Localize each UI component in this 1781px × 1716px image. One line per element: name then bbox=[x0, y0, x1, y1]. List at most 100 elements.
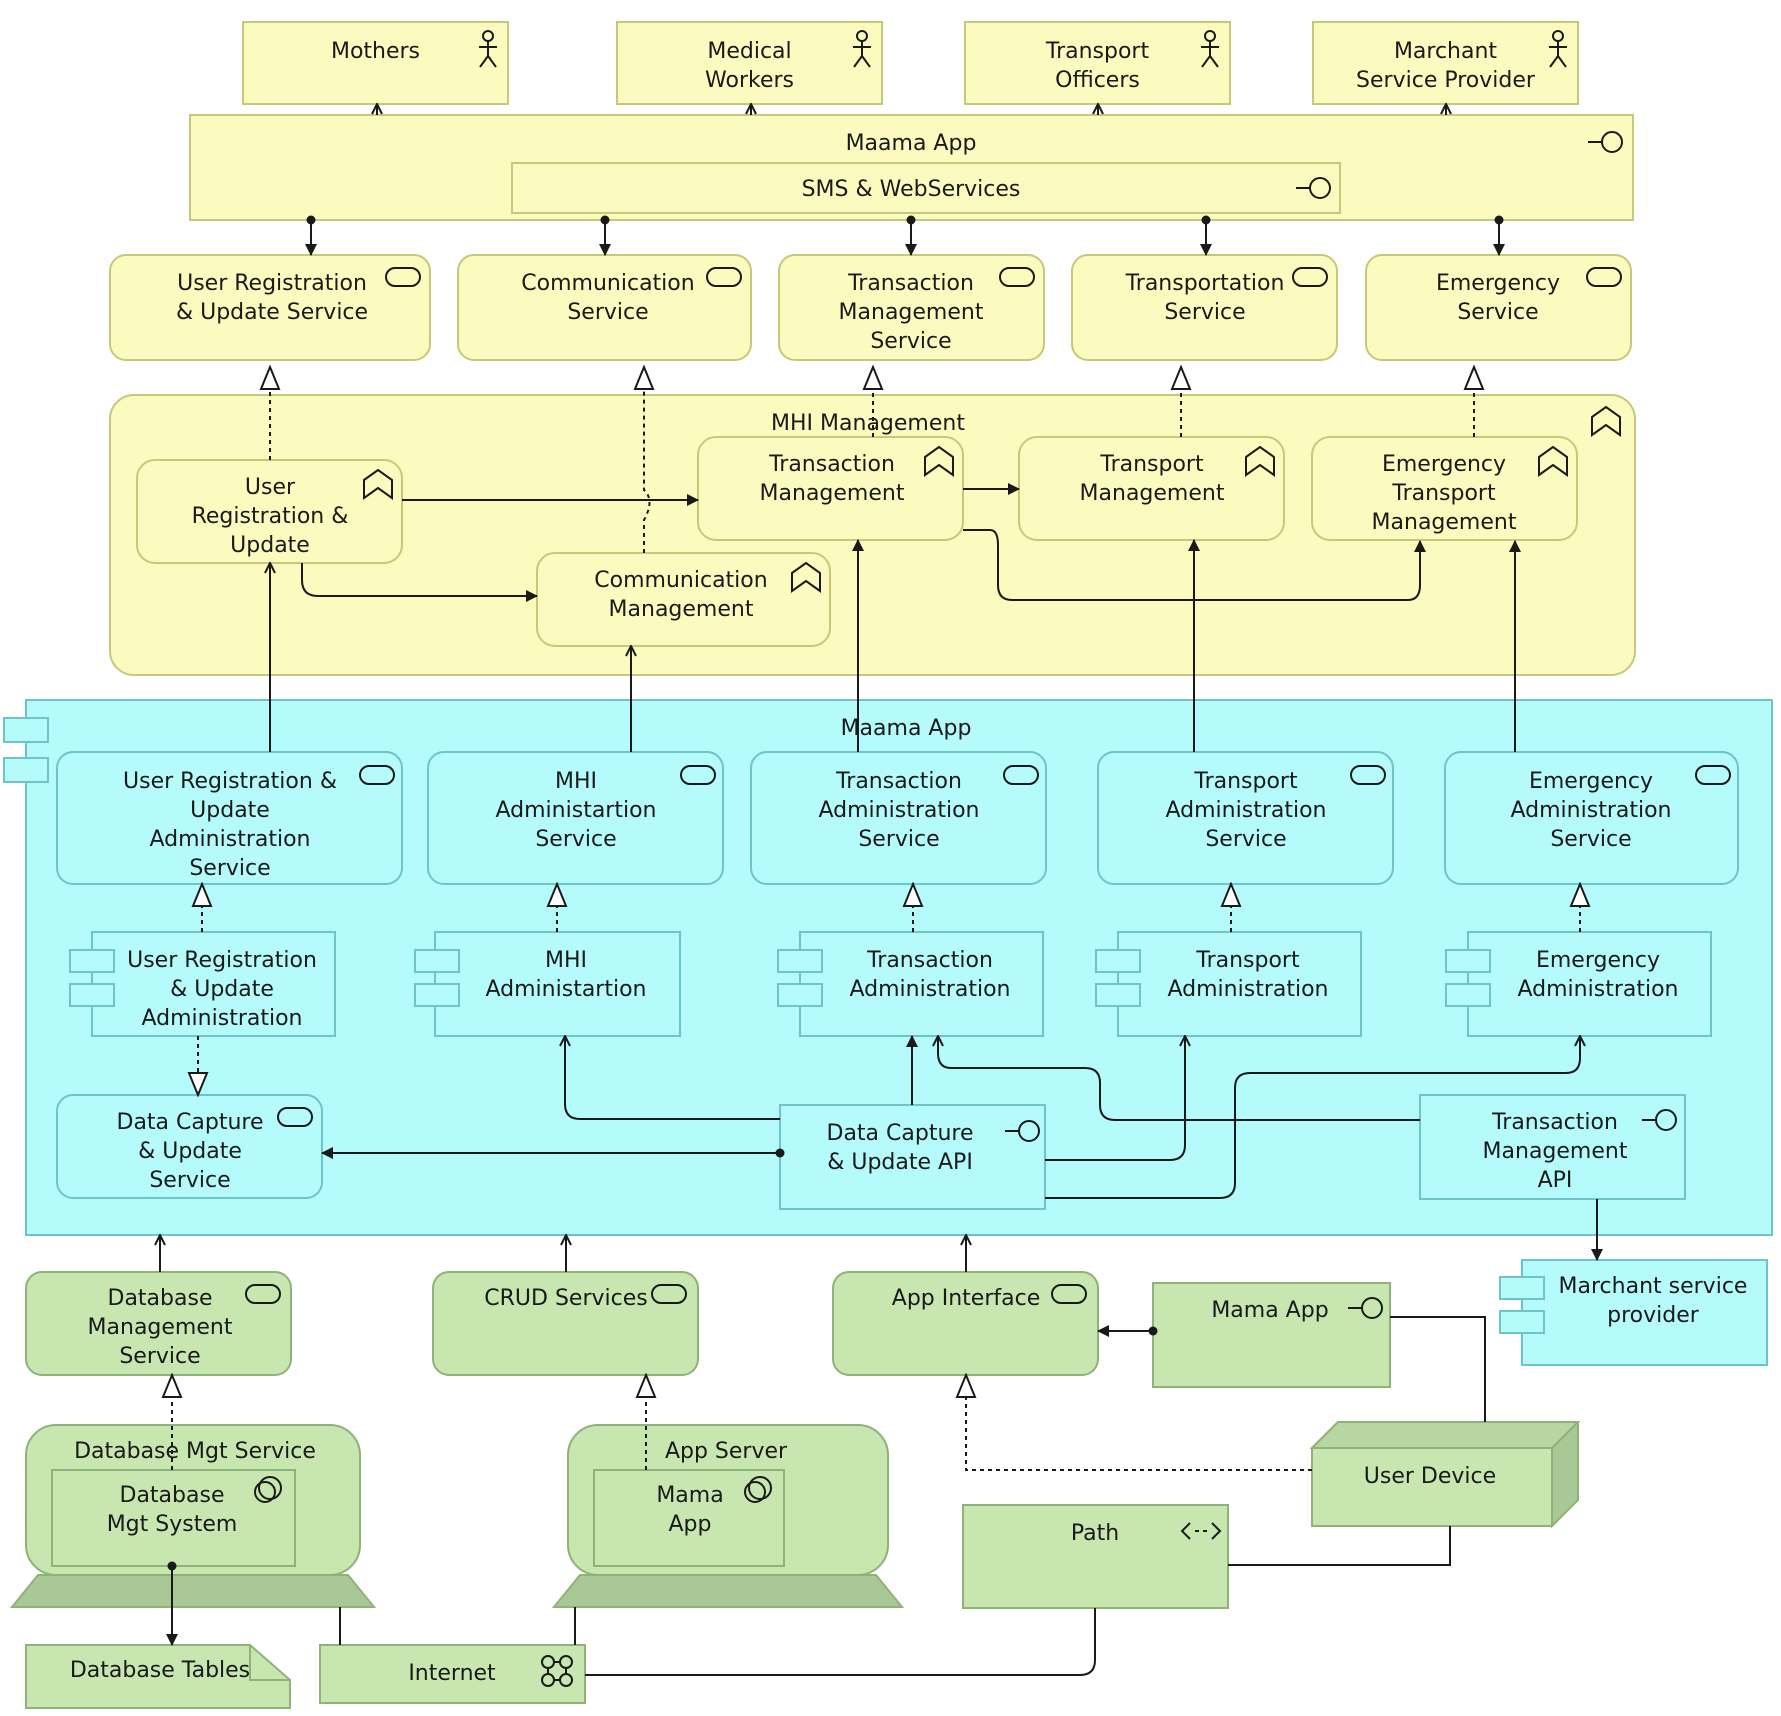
label-line: Transport bbox=[1045, 39, 1150, 64]
label-line: & Update Service bbox=[176, 300, 368, 325]
component-tab bbox=[1095, 983, 1141, 1007]
node-label: Database Mgt Service bbox=[74, 1439, 316, 1464]
label-line: User Registration & bbox=[123, 769, 337, 794]
app-layer-title: Maama App bbox=[841, 716, 972, 741]
component-tab bbox=[1499, 1310, 1545, 1334]
component-tab bbox=[1445, 983, 1491, 1007]
label-line: Administration bbox=[1168, 977, 1329, 1002]
system-software-icon bbox=[254, 1476, 282, 1503]
label-line: Service bbox=[1205, 827, 1286, 852]
component-tab bbox=[414, 983, 460, 1007]
component-tab bbox=[414, 949, 460, 973]
service-icon bbox=[651, 1284, 687, 1304]
function-icon bbox=[363, 468, 393, 500]
sms-webservices-interface: SMS & WebServices bbox=[511, 162, 1341, 214]
interface-icon bbox=[1348, 1297, 1383, 1319]
label-line: Administartion bbox=[486, 977, 647, 1002]
actor-icon bbox=[853, 30, 871, 68]
label-line: Mgt System bbox=[107, 1512, 238, 1537]
service-icon bbox=[1695, 765, 1731, 785]
label-line: Database bbox=[120, 1483, 225, 1508]
flow-arrow bbox=[565, 1036, 780, 1120]
label-line: Service bbox=[1164, 300, 1245, 325]
component-mhi-admin: MHI Administartion bbox=[414, 931, 681, 1037]
association bbox=[1228, 1526, 1451, 1566]
flow-arrow bbox=[938, 1036, 1420, 1121]
label-line: Service bbox=[149, 1168, 230, 1193]
association bbox=[1390, 1316, 1486, 1422]
component-tab bbox=[3, 717, 49, 743]
artifact-database-tables: Database Tables bbox=[25, 1644, 291, 1709]
label-line: Communication bbox=[594, 568, 767, 593]
label-line: Transaction bbox=[768, 452, 895, 477]
function-icon bbox=[791, 561, 821, 593]
trigger-arrow bbox=[963, 529, 1426, 601]
component-tab bbox=[3, 757, 49, 783]
label-line: Service bbox=[870, 329, 951, 354]
component-tab bbox=[1095, 949, 1141, 973]
service-icon bbox=[706, 267, 742, 287]
component-tab bbox=[777, 983, 823, 1007]
interface-icon bbox=[1642, 1109, 1677, 1131]
component-tab bbox=[69, 949, 115, 973]
service-icon bbox=[277, 1107, 313, 1127]
flow-arrow bbox=[1045, 1036, 1580, 1199]
service-icon bbox=[1350, 765, 1386, 785]
label-line: Marchant bbox=[1394, 39, 1497, 64]
label-line: CRUD Services bbox=[484, 1286, 647, 1311]
interface-icon bbox=[1005, 1120, 1040, 1142]
node-label: App Server bbox=[665, 1439, 788, 1464]
label-line: & Update bbox=[170, 977, 274, 1002]
label-line: User Registration bbox=[177, 271, 367, 296]
interface-title: Maama App bbox=[846, 131, 977, 156]
label-line: Registration & bbox=[192, 504, 349, 529]
label-line: Administration bbox=[142, 1006, 303, 1031]
function-icon bbox=[1245, 445, 1275, 477]
label-line: Administration bbox=[1166, 798, 1327, 823]
label-line: Data Capture bbox=[827, 1121, 974, 1146]
sms-web-label: SMS & WebServices bbox=[802, 177, 1021, 202]
label-line: Mama App bbox=[1211, 1298, 1328, 1323]
label-line: Transaction bbox=[866, 948, 993, 973]
service-icon bbox=[359, 765, 395, 785]
label-line: Administration bbox=[819, 798, 980, 823]
service-icon bbox=[1292, 267, 1328, 287]
realization-arrow bbox=[966, 1375, 1312, 1471]
tech-service-app-interface: App Interface bbox=[832, 1271, 1099, 1376]
label-line: Emergency bbox=[1536, 948, 1660, 973]
label-line: Transport bbox=[1099, 452, 1204, 477]
label-line: Service bbox=[119, 1344, 200, 1369]
label-line: Service bbox=[535, 827, 616, 852]
service-icon bbox=[1003, 765, 1039, 785]
label-line: App Interface bbox=[892, 1286, 1040, 1311]
label-line: Workers bbox=[705, 68, 794, 93]
component-tab bbox=[1499, 1276, 1545, 1300]
label-line: User Registration bbox=[127, 948, 317, 973]
label-line: MHI bbox=[545, 948, 587, 973]
label-line: Transportation bbox=[1125, 271, 1285, 296]
service-icon bbox=[385, 267, 421, 287]
label-line: Administration bbox=[1511, 798, 1672, 823]
label-line: Administration bbox=[1518, 977, 1679, 1002]
actor-icon bbox=[1201, 30, 1219, 68]
app-service-user-reg-admin: User Registration &UpdateAdministrationS… bbox=[56, 751, 403, 885]
tech-service-crud: CRUD Services bbox=[432, 1271, 699, 1376]
realization-arrow bbox=[644, 367, 650, 553]
service-icon bbox=[999, 267, 1035, 287]
